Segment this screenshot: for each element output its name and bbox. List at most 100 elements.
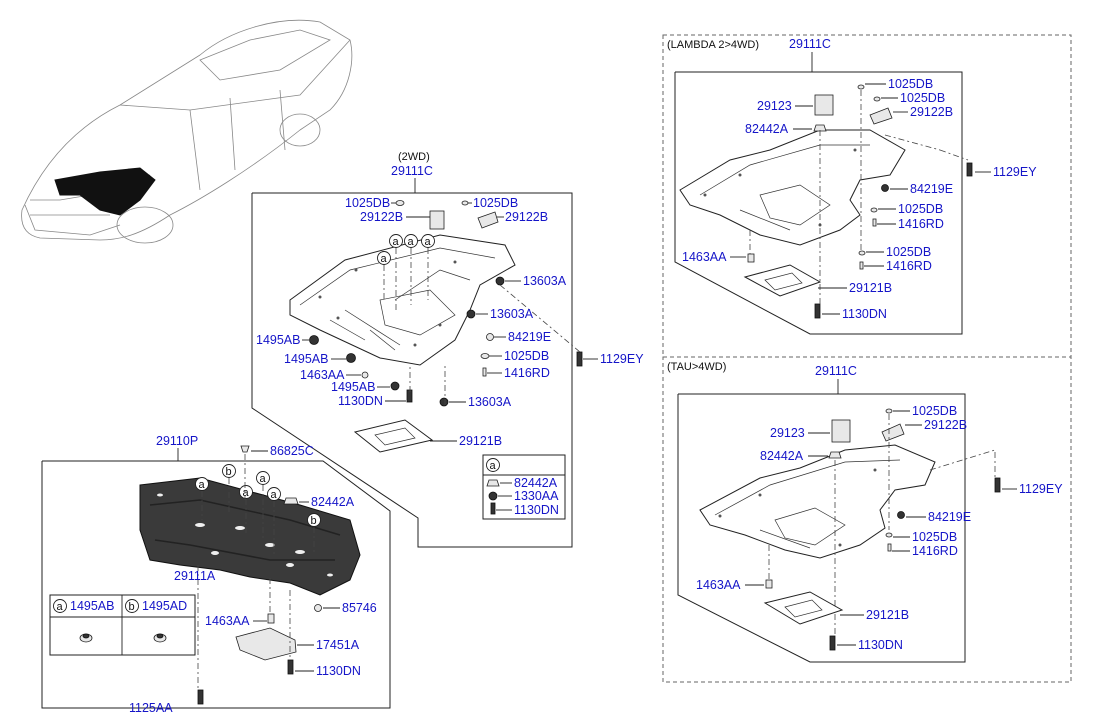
hardware-tau: [765, 408, 1001, 651]
label-1130dn-tau[interactable]: 1130DN: [858, 638, 903, 652]
label-1463aa-tau[interactable]: 1463AA: [696, 578, 741, 592]
label-1130dn-2wd[interactable]: 1130DN: [338, 394, 383, 408]
legend-shield-key-b: b: [129, 601, 135, 613]
callout-ab-shield: a b a a a b: [195, 464, 321, 527]
label-84219e-2wd[interactable]: 84219E: [508, 330, 551, 344]
legend-shield-part-a[interactable]: 1495AB: [70, 599, 114, 613]
callout-a-group-2wd: a a a a: [377, 234, 435, 265]
label-1025db-2wd-b[interactable]: 1025DB: [473, 196, 518, 210]
bracket-29121b-lambda: [743, 264, 822, 297]
svg-text:a: a: [271, 489, 278, 501]
hardware-lambda: [747, 84, 973, 319]
label-1025db-tau-a[interactable]: 1025DB: [912, 404, 957, 418]
svg-text:a: a: [260, 473, 267, 485]
label-29121b-tau[interactable]: 29121B: [866, 608, 909, 622]
label-85746[interactable]: 85746: [342, 601, 377, 615]
variant-2wd-title: (2WD): [398, 151, 430, 163]
bracket-17451a: [235, 627, 297, 661]
label-1125aa[interactable]: 1125AA: [129, 701, 173, 715]
label-29122b-lambda[interactable]: 29122B: [910, 105, 953, 119]
section-tau: (TAU>4WD) 29111C 1025DB 29123 29122B 824…: [662, 356, 1072, 683]
svg-text:a: a: [425, 236, 432, 248]
section-2wd-frame: [251, 192, 573, 548]
label-1416rd-lambda-a[interactable]: 1416RD: [898, 217, 944, 231]
label-1129ey-lambda[interactable]: 1129EY: [993, 165, 1037, 179]
label-29122b-2wd-a[interactable]: 29122B: [360, 210, 403, 224]
section-shield: 29110P a b a a a b: [41, 434, 391, 715]
label-1495ab-2wd-c[interactable]: 1495AB: [331, 380, 375, 394]
label-1025db-lambda-c[interactable]: 1025DB: [898, 202, 943, 216]
label-82442a-shield[interactable]: 82442A: [311, 495, 355, 509]
label-1129ey-tau[interactable]: 1129EY: [1019, 482, 1063, 496]
label-1025db-2wd-c[interactable]: 1025DB: [504, 349, 549, 363]
legend-2wd-item-2[interactable]: 1330AA: [514, 489, 559, 503]
label-1130dn-shield[interactable]: 1130DN: [316, 664, 361, 678]
hardware-shield: [197, 445, 322, 705]
car-illustration: [21, 19, 353, 244]
label-1129ey-2wd[interactable]: 1129EY: [600, 352, 644, 366]
label-82442a-tau[interactable]: 82442A: [760, 449, 804, 463]
label-1025db-tau-b[interactable]: 1025DB: [912, 530, 957, 544]
label-29121b-lambda[interactable]: 29121B: [849, 281, 892, 295]
label-13603a-2wd-c[interactable]: 13603A: [468, 395, 512, 409]
svg-text:b: b: [226, 466, 232, 478]
label-1463aa-shield[interactable]: 1463AA: [205, 614, 250, 628]
label-1495ab-2wd-b[interactable]: 1495AB: [284, 352, 328, 366]
section-2wd: (2WD) 29111C a a a a: [251, 151, 644, 548]
label-29123-tau[interactable]: 29123: [770, 426, 805, 440]
car-underbody-highlight: [54, 167, 156, 216]
svg-text:a: a: [243, 487, 250, 499]
legend-2wd-item-3[interactable]: 1130DN: [514, 503, 559, 517]
legend-2wd-item-1[interactable]: 82442A: [514, 476, 558, 490]
label-86825c[interactable]: 86825C: [270, 444, 314, 458]
label-1025db-lambda-a[interactable]: 1025DB: [888, 77, 933, 91]
legend-shield: a 1495AB b 1495AD: [49, 594, 196, 656]
underbody-plate-2wd: [289, 234, 516, 366]
label-1416rd-lambda-b[interactable]: 1416RD: [886, 259, 932, 273]
variant-lambda-title: (LAMBDA 2>4WD): [667, 39, 759, 51]
underbody-plate-lambda: [679, 129, 906, 246]
label-13603a-2wd-a[interactable]: 13603A: [523, 274, 567, 288]
bracket-29121b-tau: [763, 591, 844, 625]
assembly-29111c-tau[interactable]: 29111C: [815, 364, 857, 378]
legend-2wd-key: a: [490, 460, 497, 472]
svg-text:b: b: [311, 515, 317, 527]
assembly-29110p[interactable]: 29110P: [156, 434, 198, 448]
legend-shield-part-b[interactable]: 1495AD: [142, 599, 187, 613]
section-shield-frame: [41, 460, 391, 709]
svg-text:a: a: [199, 479, 206, 491]
label-29122b-tau[interactable]: 29122B: [924, 418, 967, 432]
label-29121b-2wd[interactable]: 29121B: [459, 434, 502, 448]
assembly-29111c-lambda[interactable]: 29111C: [789, 37, 831, 51]
legend-2wd: a 82442A 1330AA 1130DN: [482, 454, 566, 520]
label-1025db-lambda-b[interactable]: 1025DB: [900, 91, 945, 105]
svg-text:a: a: [408, 236, 415, 248]
label-84219e-tau[interactable]: 84219E: [928, 510, 971, 524]
label-29111a[interactable]: 29111A: [174, 569, 216, 583]
shield-29111a: [139, 477, 361, 596]
label-1130dn-lambda[interactable]: 1130DN: [842, 307, 887, 321]
underbody-plate-tau: [699, 444, 936, 559]
svg-text:a: a: [381, 253, 388, 265]
svg-text:a: a: [393, 236, 400, 248]
label-1025db-lambda-d[interactable]: 1025DB: [886, 245, 931, 259]
label-1463aa-2wd[interactable]: 1463AA: [300, 368, 345, 382]
label-13603a-2wd-b[interactable]: 13603A: [490, 307, 534, 321]
section-tau-frame: [662, 356, 1072, 683]
label-29123-lambda[interactable]: 29123: [757, 99, 792, 113]
bracket-29121b-2wd: [353, 419, 434, 453]
label-1463aa-lambda[interactable]: 1463AA: [682, 250, 727, 264]
legend-shield-key-a: a: [57, 601, 64, 613]
variant-tau-title: (TAU>4WD): [667, 361, 726, 373]
label-1495ab-2wd-a[interactable]: 1495AB: [256, 333, 300, 347]
label-1025db-2wd-a[interactable]: 1025DB: [345, 196, 390, 210]
label-84219e-lambda[interactable]: 84219E: [910, 182, 953, 196]
assembly-29111c-2wd[interactable]: 29111C: [391, 164, 433, 178]
label-17451a[interactable]: 17451A: [316, 638, 360, 652]
label-82442a-lambda[interactable]: 82442A: [745, 122, 789, 136]
label-1416rd-tau[interactable]: 1416RD: [912, 544, 958, 558]
section-lambda: (LAMBDA 2>4WD) 29111C 1025DB 1025DB: [662, 34, 1072, 358]
label-1416rd-2wd[interactable]: 1416RD: [504, 366, 550, 380]
label-29122b-2wd-b[interactable]: 29122B: [505, 210, 548, 224]
